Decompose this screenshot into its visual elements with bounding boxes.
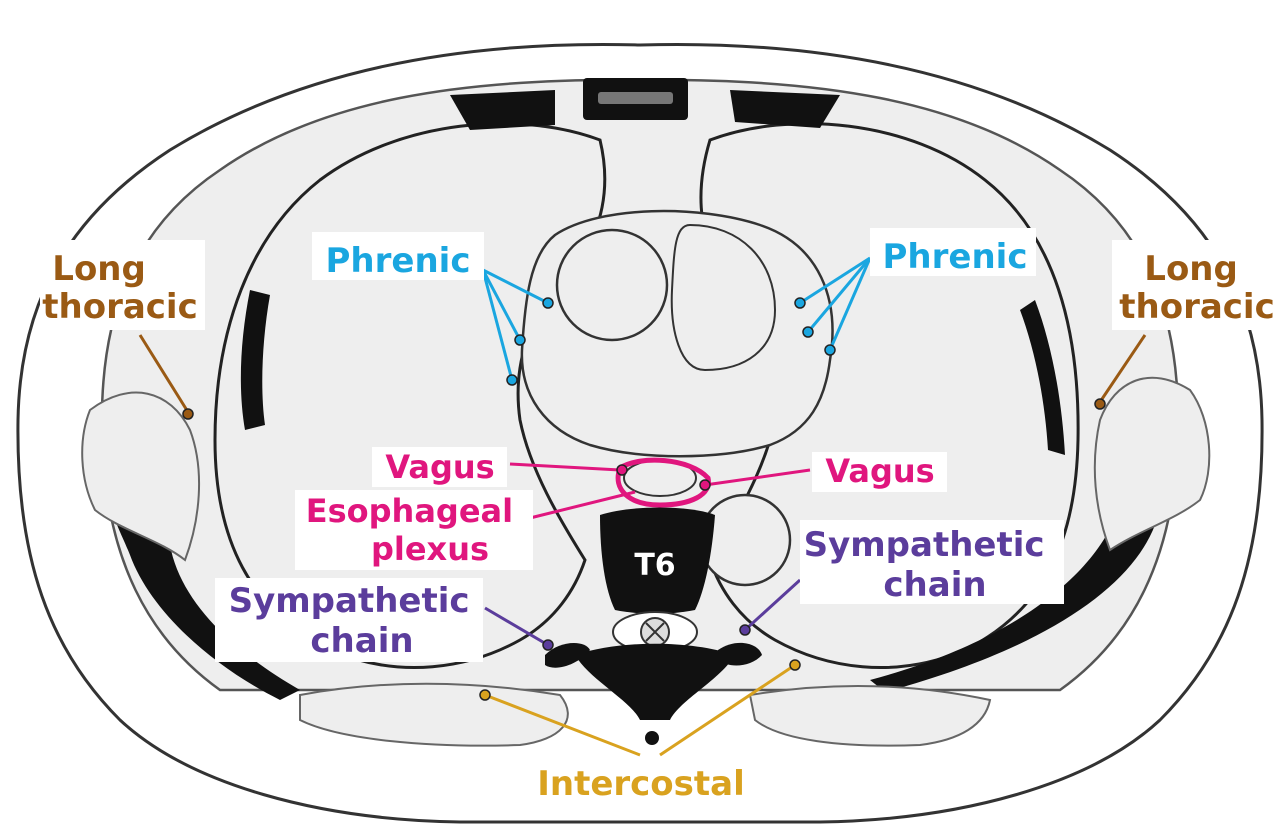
- transverse-right: [718, 642, 762, 666]
- phrenic-nerve-right: [794, 297, 806, 309]
- scapula-right: [1093, 376, 1211, 552]
- rib-anterior-right: [730, 90, 840, 128]
- scapula-left: [81, 391, 201, 562]
- transverse-left: [545, 643, 590, 668]
- vagus-nerve-right: [699, 479, 711, 491]
- intercostal-junction: [645, 731, 659, 745]
- sympathetic-label-left: Sympathetic chain: [229, 581, 482, 661]
- vertebral-body: [600, 507, 715, 614]
- long-thoracic-leaders: [138, 334, 1147, 413]
- aortic-root: [555, 228, 669, 342]
- phrenic-label-right: Phrenic: [883, 237, 1028, 277]
- long-thoracic-left-line2: thoracic: [42, 287, 198, 327]
- atrium: [670, 223, 777, 372]
- vertebra-label: T6: [634, 548, 675, 583]
- back-muscle-left: [299, 682, 569, 747]
- rib-anterior-left: [450, 90, 555, 130]
- back-muscle-right: [748, 684, 992, 747]
- vagus-leaders: [509, 462, 811, 520]
- long-thoracic-left-line1: Long: [52, 249, 146, 289]
- vagus-label-right: Vagus: [825, 452, 934, 490]
- sympathetic-right-line1: Sympathetic: [804, 525, 1045, 565]
- esophageal-plexus-ring: [615, 457, 711, 508]
- sympathetic-left-line1: Sympathetic: [229, 581, 470, 621]
- sternum-marrow: [598, 92, 673, 104]
- long-thoracic-right-line1: Long: [1144, 249, 1238, 289]
- long-thoracic-nerve-right: [1094, 398, 1106, 410]
- sympathetic-chain-left: [542, 639, 554, 651]
- intercostal-leaders: [484, 663, 796, 757]
- phrenic-leaders: [481, 256, 872, 381]
- phrenic-nerve-dots: [506, 297, 836, 386]
- phrenic-label-left: Phrenic: [326, 241, 471, 281]
- long-thoracic-nerve-left: [182, 408, 194, 420]
- rib-lateral-right: [1020, 300, 1065, 455]
- long-thoracic-right-line2: thoracic: [1119, 287, 1275, 327]
- esophageal-plexus-line2: plexus: [371, 530, 489, 568]
- sympathetic-chain-right: [739, 624, 751, 636]
- spinous-process: [575, 643, 735, 720]
- phrenic-nerve-left: [542, 297, 554, 309]
- long-thoracic-label-left: Long thoracic: [42, 249, 198, 327]
- long-thoracic-label-right: Long thoracic: [1119, 249, 1275, 327]
- sympathetic-left-line2: chain: [310, 621, 413, 661]
- rib-lateral-left: [240, 290, 270, 430]
- esophageal-plexus-line1: Esophageal: [306, 492, 513, 530]
- vagus-label-left: Vagus: [385, 448, 494, 486]
- sympathetic-label-right: Sympathetic chain: [804, 525, 1057, 605]
- intercostal-label: Intercostal: [537, 764, 745, 804]
- intercostal-nerve-left: [479, 689, 491, 701]
- esophageal-plexus-label: Esophageal plexus: [306, 492, 524, 568]
- sympathetic-right-line2: chain: [883, 565, 986, 605]
- vagus-nerve-left: [616, 464, 628, 476]
- descending-aorta: [698, 493, 792, 587]
- cord-x: [645, 622, 665, 642]
- rib-posterior-left: [113, 502, 300, 700]
- intercostal-nerve-right: [789, 659, 801, 671]
- sympathetic-leaders: [484, 578, 802, 647]
